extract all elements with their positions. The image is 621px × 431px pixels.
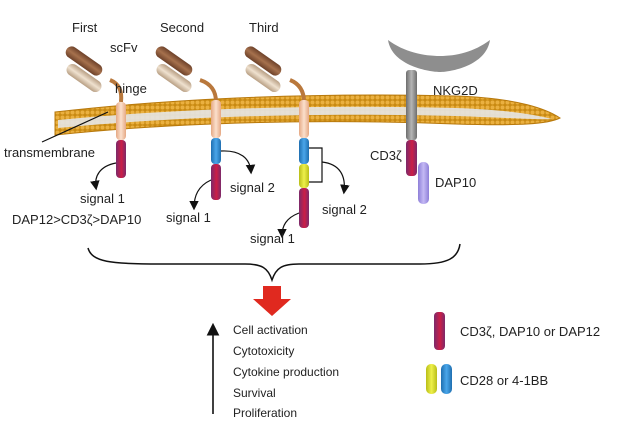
legend-yellow-swatch xyxy=(426,364,437,394)
third-generation-car xyxy=(244,46,350,239)
result-arrow xyxy=(253,286,291,316)
hinge-label: hinge xyxy=(115,81,147,96)
costim-domain-blue xyxy=(299,138,309,164)
cd3z-domain xyxy=(406,140,417,176)
transmembrane-domain xyxy=(299,100,309,138)
signal2-bracket xyxy=(309,147,323,183)
transmembrane-domain xyxy=(116,102,126,140)
signal1-domain xyxy=(116,140,126,178)
outcome-cell-activation: Cell activation xyxy=(233,323,308,337)
generation-label-second: Second xyxy=(160,20,204,35)
legend-costim-label: CD28 or 4-1BB xyxy=(460,373,548,388)
transmembrane-label: transmembrane xyxy=(4,145,95,160)
signal1-domain xyxy=(211,164,221,200)
nkg2d-receptor xyxy=(388,40,490,204)
ordering-text: DAP12>CD3ζ>DAP10 xyxy=(12,212,141,227)
dap10-domain xyxy=(418,162,429,204)
scfv-domain xyxy=(65,46,103,93)
third-signal1-label: signal 1 xyxy=(250,231,295,246)
scfv-label: scFv xyxy=(110,40,138,55)
costim-domain xyxy=(211,138,221,164)
scfv-domain xyxy=(155,46,193,93)
second-signal2-label: signal 2 xyxy=(230,180,275,195)
second-generation-car xyxy=(155,46,256,211)
transmembrane-domain xyxy=(211,100,221,138)
legend-signal1-swatch xyxy=(434,312,445,350)
hinge xyxy=(199,78,218,103)
signal1-arrow xyxy=(189,179,212,211)
outcome-proliferation: Proliferation xyxy=(233,406,297,420)
cd3z-label: CD3ζ xyxy=(370,148,402,163)
hinge xyxy=(109,78,124,103)
generation-label-third: Third xyxy=(249,20,279,35)
legend-blue-swatch xyxy=(441,364,452,394)
nkg2d-label: NKG2D xyxy=(433,83,478,98)
signal2-arrow xyxy=(321,161,350,195)
signal2-arrow xyxy=(220,150,256,175)
legend: CD3ζ, DAP10 or DAP12 CD28 or 4-1BB xyxy=(426,312,600,394)
signal1-domain xyxy=(299,188,309,228)
first-signal1-label: signal 1 xyxy=(80,191,125,206)
first-generation-car xyxy=(65,46,126,191)
second-signal1-label: signal 1 xyxy=(166,210,211,225)
transmembrane-pointer xyxy=(41,111,109,143)
signal1-arrow xyxy=(277,212,300,239)
outcome-cytotoxicity: Cytotoxicity xyxy=(233,344,294,358)
legend-signal1-label: CD3ζ, DAP10 or DAP12 xyxy=(460,324,600,339)
third-signal2-label: signal 2 xyxy=(322,202,367,217)
nkg2d-head xyxy=(388,40,490,72)
hinge xyxy=(289,78,306,103)
outcome-cytokine-production: Cytokine production xyxy=(233,365,339,379)
signal1-arrow xyxy=(90,162,117,191)
grouping-brace xyxy=(87,243,461,283)
dap10-label: DAP10 xyxy=(435,175,476,190)
outcome-survival: Survival xyxy=(233,386,276,400)
scfv-domain xyxy=(244,46,282,93)
nkg2d-stem xyxy=(406,70,417,140)
generation-label-first: First xyxy=(72,20,98,35)
costim-domain-yellow xyxy=(299,164,309,188)
